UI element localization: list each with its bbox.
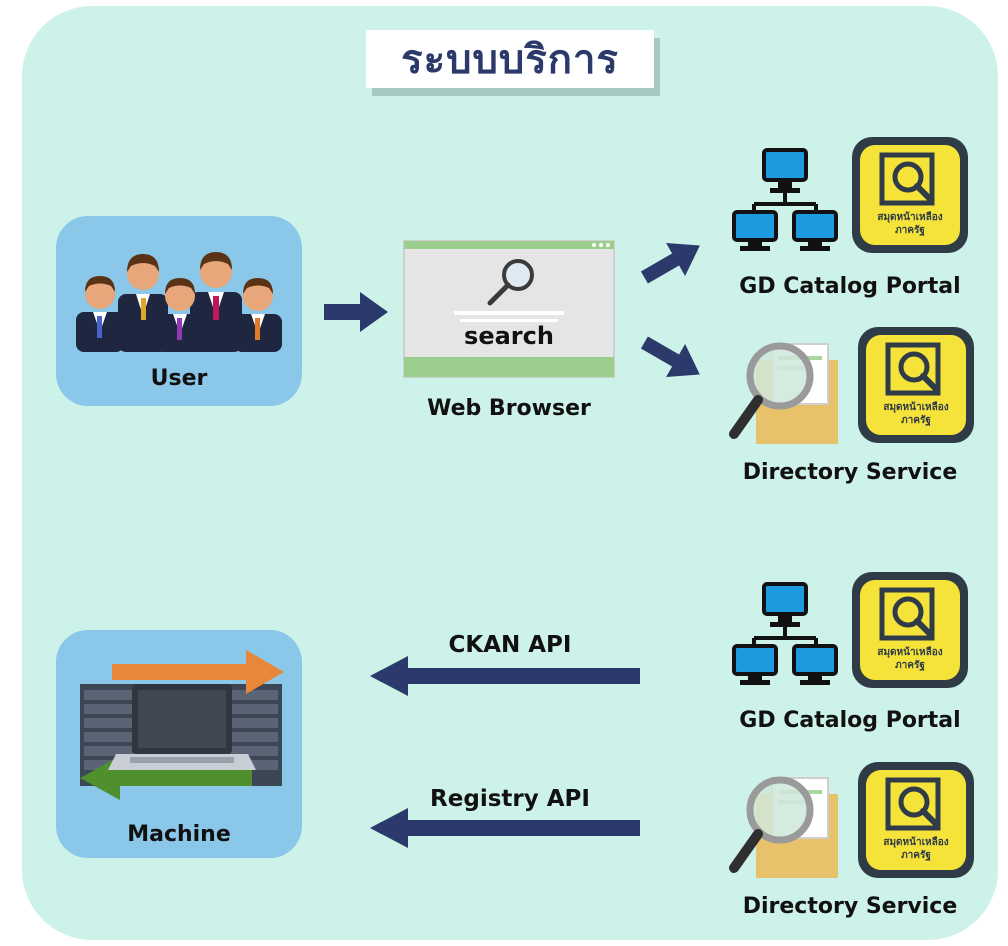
title-banner: ระบบบริการ [366, 30, 660, 96]
yellow-pages-inner: สมุดหน้าเหลือง ภาครัฐ [860, 145, 960, 245]
machine-server-icon [80, 650, 284, 800]
arrow-left-icon [370, 656, 640, 696]
registry-api-label: Registry API [430, 786, 590, 812]
document-search-icon [879, 152, 935, 206]
yellow-pages-text: สมุดหน้าเหลือง ภาครัฐ [877, 647, 943, 671]
person-icon-front-2 [156, 278, 204, 352]
network-computers-icon [732, 582, 838, 685]
title-box: ระบบบริการ [366, 30, 654, 88]
yellow-pages-inner: สมุดหน้าเหลือง ภาครัฐ [866, 335, 966, 435]
folder-search-icon [729, 342, 838, 444]
yellow-pages-text: สมุดหน้าเหลือง ภาครัฐ [877, 212, 943, 236]
web-browser-label: Web Browser [427, 396, 591, 421]
directory-service-label: Directory Service [742, 894, 958, 919]
search-text: search [464, 322, 554, 350]
person-icon-front-1 [76, 276, 124, 352]
machine-card: Machine [56, 630, 302, 858]
yellow-pages-badge: สมุดหน้าเหลือง ภาครัฐ [858, 327, 974, 443]
person-icon-back-left [118, 254, 168, 352]
yellow-pages-badge: สมุดหน้าเหลือง ภาครัฐ [852, 137, 968, 253]
yellow-pages-text: สมุดหน้าเหลือง ภาครัฐ [883, 402, 949, 426]
gd-catalog-portal-label: GD Catalog Portal [739, 274, 961, 299]
arrow-up-right-icon [640, 243, 700, 284]
yellow-pages-inner: สมุดหน้าเหลือง ภาครัฐ [860, 580, 960, 680]
users-group-icon [76, 252, 282, 352]
user-label: User [150, 366, 208, 391]
yellow-pages-inner: สมุดหน้าเหลือง ภาครัฐ [866, 770, 966, 870]
network-computers-icon [732, 148, 838, 251]
page-title: ระบบบริการ [401, 37, 619, 83]
magnifier-icon [487, 259, 534, 306]
directory-service-label: Directory Service [742, 460, 958, 485]
folder-search-icon [729, 776, 838, 878]
person-icon-front-3 [234, 278, 282, 352]
gd-catalog-portal-label: GD Catalog Portal [739, 708, 961, 733]
yellow-pages-text: สมุดหน้าเหลือง ภาครัฐ [883, 837, 949, 861]
arrow-down-right-icon [640, 336, 700, 377]
web-browser-window [403, 240, 615, 378]
machine-label: Machine [127, 822, 231, 847]
yellow-pages-badge: สมุดหน้าเหลือง ภาครัฐ [858, 762, 974, 878]
document-search-icon [885, 342, 941, 396]
arrow-left-icon [370, 808, 640, 848]
document-search-icon [879, 587, 935, 641]
document-search-icon [885, 777, 941, 831]
ckan-api-label: CKAN API [448, 632, 572, 658]
yellow-pages-badge: สมุดหน้าเหลือง ภาครัฐ [852, 572, 968, 688]
arrow-right-icon [324, 292, 388, 332]
user-card: User [56, 216, 302, 406]
